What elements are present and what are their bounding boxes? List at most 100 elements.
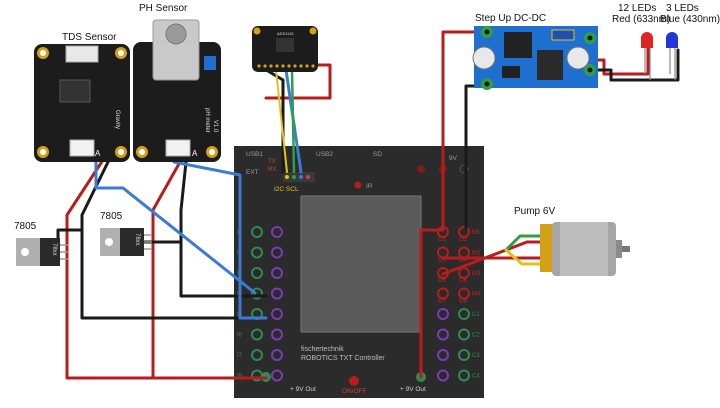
red-leds-label-2: Red (633nm): [612, 14, 670, 25]
adc-label: ADS1115: [277, 31, 294, 36]
input-port-i6[interactable]: I6: [237, 328, 283, 341]
tds-chip: [59, 79, 91, 103]
output-jack-o2[interactable]: [458, 226, 470, 238]
sd-label: SD: [373, 151, 382, 158]
counter-jack-c2[interactable]: [458, 328, 470, 341]
red-led: [641, 32, 653, 48]
counter-jack-gnd[interactable]: [437, 308, 449, 320]
output-label: O1: [438, 237, 447, 243]
tds-board: [34, 44, 130, 162]
pump-shaft: [622, 246, 630, 252]
controller-name-2: ROBOTICS TXT Controller: [301, 355, 385, 362]
counter-jack-gnd[interactable]: [437, 369, 449, 382]
input-jack-gnd[interactable]: [271, 246, 283, 259]
adc-pin: [257, 64, 261, 68]
counter-jack-c4[interactable]: [458, 369, 470, 382]
output-label: O7: [438, 299, 447, 305]
ph-header: [165, 139, 191, 157]
9v-label: 9V: [449, 155, 458, 162]
output-label: O5: [438, 278, 447, 284]
tds-brand: Gravity: [114, 110, 120, 129]
input-jack-gnd[interactable]: [271, 287, 283, 300]
wire-blue-tds-signal: [94, 158, 257, 295]
input-jack-sig[interactable]: [251, 246, 263, 259]
output-row-6[interactable]: C2: [437, 328, 480, 341]
step-up-diode: [502, 66, 520, 78]
input-jack-gnd[interactable]: [271, 328, 283, 341]
wire-red-motor-1: [441, 240, 545, 276]
counter-jack-c3[interactable]: [458, 349, 470, 361]
tds-sensor: TDS Sensor A Gravity: [34, 32, 130, 162]
output-row-7[interactable]: C3: [437, 349, 480, 361]
input-jack-sig[interactable]: [251, 349, 263, 361]
adc-pin: [275, 64, 279, 68]
input-jack-gnd[interactable]: [271, 267, 283, 279]
adc-chip: [276, 38, 294, 52]
wire-red-ph-power: [151, 160, 182, 380]
wire-green-adc: [290, 68, 296, 174]
reg-left-marking: 78xx: [51, 243, 57, 256]
motor-label: M2: [472, 251, 481, 257]
wire-black-reg-left: [56, 228, 84, 254]
output-jack-o8[interactable]: [458, 287, 470, 300]
input-jack-gnd[interactable]: [271, 349, 283, 361]
input-jack-sig[interactable]: [251, 226, 263, 238]
output-label: O2: [459, 237, 468, 243]
input-jack-sig[interactable]: [251, 287, 263, 300]
regulator-left: 7805 78xx: [14, 221, 68, 266]
tds-sensor-label: TDS Sensor: [62, 32, 117, 43]
adc-pin: [299, 64, 303, 68]
on-off-button[interactable]: [349, 376, 359, 386]
i2c-scl-label: I2C SCL: [274, 186, 299, 193]
step-up-converter: Step Up DC-DC: [472, 13, 598, 90]
pump-motor: Pump 6V: [514, 206, 630, 276]
output-label: O4: [459, 258, 468, 264]
input-jack-sig[interactable]: [251, 328, 263, 341]
usb2-label: USB2: [316, 151, 333, 158]
output-row-5[interactable]: C1: [437, 308, 480, 320]
output-jack-o7[interactable]: [437, 287, 449, 300]
ph-version: V1.0: [212, 120, 218, 133]
adc-pin: [281, 64, 285, 68]
counter-jack-gnd[interactable]: [437, 349, 449, 361]
wire-yellow-adc: [275, 69, 288, 173]
wire-black-leds: [592, 48, 680, 82]
input-jack-gnd[interactable]: [271, 226, 283, 238]
output-label: O8: [459, 299, 468, 305]
tds-header: [69, 139, 95, 157]
counter-jack-gnd[interactable]: [437, 328, 449, 341]
input-port-i7[interactable]: I7: [237, 349, 283, 361]
blue-leds-label-2: Blue (430nm): [660, 14, 720, 25]
regulator-right: 7805 78xx: [100, 211, 152, 256]
output-row-8[interactable]: C4: [437, 369, 480, 382]
reg-right-marking: 78xx: [134, 233, 140, 246]
counter-jack-c1[interactable]: [458, 308, 470, 320]
ph-brand: pH meter: [204, 108, 210, 133]
adc-pin: [263, 64, 267, 68]
rx-label: RX: [268, 167, 276, 173]
input-jack-sig[interactable]: [251, 267, 263, 279]
step-up-capacitor-1: [472, 46, 496, 70]
input-port-label: I6: [237, 333, 243, 339]
counter-label: C2: [472, 333, 480, 339]
red-leds-label-1: 12 LEDs: [618, 3, 656, 14]
output-jack-o6[interactable]: [458, 267, 470, 279]
blue-leds-label-1: 3 LEDs: [666, 3, 699, 14]
input-jack-gnd[interactable]: [271, 308, 283, 320]
adc-pin: [269, 64, 273, 68]
controller-display: [300, 195, 422, 333]
ph-mark: A: [192, 149, 198, 158]
blue-led: [666, 32, 678, 48]
reg-right-label: 7805: [100, 211, 123, 222]
reg-left-body: [40, 238, 60, 266]
tx-label: TX: [268, 159, 276, 165]
output-label: O3: [438, 258, 447, 264]
wire-green-motor: [504, 234, 545, 252]
input-jack-gnd[interactable]: [271, 369, 283, 382]
ph-sensor: PH Sensor A pH meter V1.0: [133, 3, 221, 162]
9v-out-left: + 9V Out: [290, 386, 316, 393]
adc-pin: [287, 64, 291, 68]
